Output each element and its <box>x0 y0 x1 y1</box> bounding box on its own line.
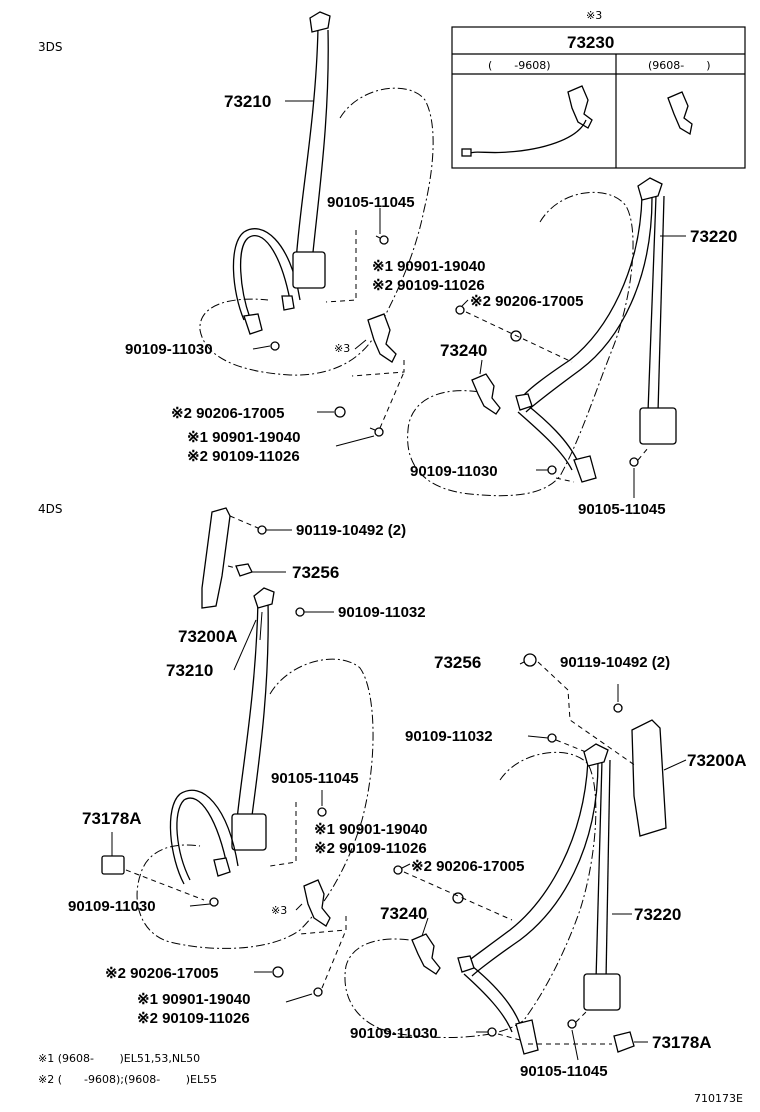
label-73240: 73240 <box>380 904 427 923</box>
inset-part-number: 73230 <box>567 33 614 52</box>
label-90109-11026-note2: ※2 90109-11026 <box>314 840 427 857</box>
label-73200a: 73200A <box>178 627 238 646</box>
label-90109-11030: 90109-11030 <box>410 463 498 480</box>
label-90206-17005-note2: ※2 90206-17005 <box>105 965 219 982</box>
label-73210: 73210 <box>224 92 271 111</box>
label-90119-10492: 90119-10492 (2) <box>560 654 670 671</box>
label-73220: 73220 <box>690 227 737 246</box>
inset-mark: ※3 <box>586 9 602 22</box>
label-90109-11026-note2: ※2 90109-11026 <box>372 277 485 294</box>
buckle-3ds-left <box>367 313 397 363</box>
bolt-icon <box>393 865 403 875</box>
bolt-icon <box>257 525 267 535</box>
label-90901-19040-note1: ※1 90901-19040 <box>137 991 251 1008</box>
buckle-73240 <box>471 373 501 415</box>
diagram-4ds: 90119-10492 (2) 73256 90109-11032 73200A… <box>68 507 747 1080</box>
label-90901-19040-note1: ※1 90901-19040 <box>372 258 486 275</box>
label-90105-11045: 90105-11045 <box>327 194 415 211</box>
seat-outline-left <box>199 87 434 376</box>
bolt-icon <box>295 607 305 617</box>
buckle-4ds-left <box>303 879 331 927</box>
label-90109-11026-note2: ※2 90109-11026 <box>187 448 300 465</box>
clip-73256-right <box>523 653 537 667</box>
seat-belt-73210 <box>169 587 275 885</box>
seat-outline-right <box>407 191 634 497</box>
bolt-icon <box>567 1019 577 1029</box>
bolt-icon <box>547 465 557 475</box>
cover-73178a-left <box>101 855 125 875</box>
label-73178a: 73178A <box>82 809 142 828</box>
label-90105-11045: 90105-11045 <box>520 1063 608 1080</box>
section-label-4ds: 4DS <box>38 502 63 516</box>
bolt-icon <box>613 703 623 713</box>
label-90105-11045: 90105-11045 <box>578 501 666 518</box>
section-label-3ds: 3DS <box>38 40 63 54</box>
bolt-icon <box>369 427 384 437</box>
inset-73230: ※3 73230 ( -9608) (9608- ) <box>451 9 746 169</box>
label-90105-11045: 90105-11045 <box>271 770 359 787</box>
adjuster-73200a-right <box>631 719 667 837</box>
bolt-icon <box>547 733 557 743</box>
label-90109-11026-note2: ※2 90109-11026 <box>137 1010 250 1027</box>
buckle-icon <box>667 91 693 136</box>
label-73256: 73256 <box>434 653 481 672</box>
washer-icon <box>334 406 346 418</box>
buckle-73240 <box>411 933 441 975</box>
bolt-icon <box>270 341 280 351</box>
label-73220: 73220 <box>634 905 681 924</box>
label-90109-11030: 90109-11030 <box>350 1025 438 1042</box>
label-90109-11032: 90109-11032 <box>405 728 493 745</box>
label-note3: ※3 <box>271 904 287 917</box>
bolt-icon <box>313 987 323 997</box>
washer-icon <box>272 966 284 978</box>
label-73240: 73240 <box>440 341 487 360</box>
label-90206-17005-note2: ※2 90206-17005 <box>171 405 285 422</box>
label-90206-17005-note2: ※2 90206-17005 <box>411 858 525 875</box>
seat-belt-73220 <box>515 177 677 483</box>
diagram-3ds: 73210 90105-11045 ※1 90901-19040 ※2 9010… <box>125 11 737 518</box>
buckle-with-wire-icon <box>461 85 593 157</box>
label-90119-10492: 90119-10492 (2) <box>296 522 406 539</box>
seat-belt-73210 <box>232 11 331 335</box>
label-90206-17005-note2: ※2 90206-17005 <box>470 293 584 310</box>
cover-73178a-right <box>613 1031 635 1053</box>
bolt-icon <box>375 235 389 245</box>
footnote-2: ※2 ( -9608);(9608- )EL55 <box>38 1073 217 1086</box>
label-90109-11032: 90109-11032 <box>338 604 426 621</box>
seat-outline-left <box>136 658 374 949</box>
label-73178a: 73178A <box>652 1033 712 1052</box>
adjuster-73200a-left <box>201 507 253 609</box>
label-90109-11030: 90109-11030 <box>125 341 213 358</box>
bolt-icon <box>487 1027 497 1037</box>
seat-belt-73220 <box>457 743 621 1055</box>
label-73256: 73256 <box>292 563 339 582</box>
diagram-reference-code: 710173E <box>694 1092 743 1105</box>
label-note3: ※3 <box>334 342 350 355</box>
label-73210: 73210 <box>166 661 213 680</box>
label-90901-19040-note1: ※1 90901-19040 <box>314 821 428 838</box>
label-73200a: 73200A <box>687 751 747 770</box>
footnote-1: ※1 (9608- )EL51,53,NL50 <box>38 1052 200 1065</box>
bolt-icon <box>209 897 219 907</box>
inset-col-left: ( -9608) <box>488 59 551 72</box>
bolt-icon <box>317 807 327 817</box>
bolt-icon <box>455 305 465 315</box>
label-90901-19040-note1: ※1 90901-19040 <box>187 429 301 446</box>
seat-outline-right <box>344 751 597 1038</box>
bolt-icon <box>629 457 639 467</box>
inset-col-right: (9608- ) <box>648 59 711 72</box>
label-90109-11030: 90109-11030 <box>68 898 156 915</box>
